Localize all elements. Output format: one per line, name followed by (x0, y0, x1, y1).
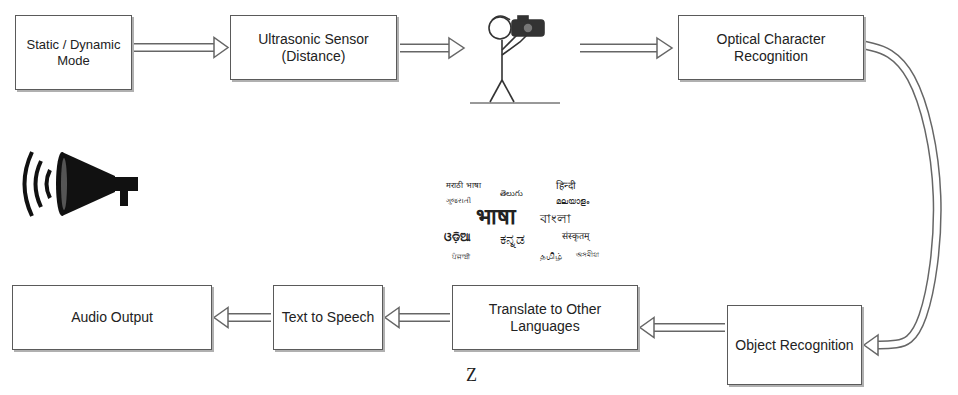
language-word: संस्कृतम् (562, 232, 589, 242)
sensor-box: Ultrasonic Sensor (Distance) (230, 15, 397, 80)
tts-box: Text to Speech (273, 285, 383, 350)
arrow-fill (227, 315, 271, 321)
block-arrow (134, 38, 228, 58)
block-arrow (214, 308, 271, 328)
box-label: Text to Speech (282, 309, 375, 326)
box-label: Optical Character Recognition (685, 31, 857, 65)
person-with-camera (470, 16, 560, 103)
language-word: অসমীয়া (576, 252, 599, 260)
block-arrow (579, 38, 672, 58)
arrow-head (864, 335, 878, 355)
block-arrow (385, 308, 450, 328)
block-arrow (864, 45, 937, 355)
box-label: Ultrasonic Sensor (Distance) (237, 31, 390, 65)
arrow-outline (227, 313, 271, 322)
language-word: বাংলা (540, 212, 571, 226)
megaphone-icon (25, 152, 139, 216)
language-word: ગુજરાતી (446, 198, 471, 206)
recognition-box: Object Recognition (727, 305, 862, 385)
output-box: Audio Output (12, 285, 212, 350)
block-arrow (399, 38, 464, 58)
figure-mark: Z (466, 366, 477, 386)
arrow-fill (134, 45, 215, 51)
language-word: தமிழ் (540, 252, 562, 262)
arrow-head (640, 318, 654, 338)
arrow-outline (398, 313, 450, 322)
language-word: ਪੰਜਾਬੀ (452, 254, 470, 262)
language-word: भाषा (476, 205, 516, 229)
arrow-outline (134, 43, 215, 52)
arrow-head (214, 308, 228, 328)
block-arrow (640, 318, 725, 338)
box-label: Translate to Other Languages (459, 301, 631, 335)
box-label: Static / Dynamic Mode (22, 37, 125, 68)
language-word: हिन्दी (556, 180, 576, 191)
mode-box: Static / Dynamic Mode (15, 15, 132, 90)
language-word: मराठी भाषा (446, 182, 481, 191)
arrow-outline (864, 45, 937, 345)
arrow-head (385, 308, 399, 328)
box-label: Audio Output (71, 309, 153, 326)
language-word: ಕನ್ನಡ (500, 232, 525, 247)
arrow-fill (864, 45, 937, 345)
language-word: മലയാളം (556, 198, 589, 207)
ocr-box: Optical Character Recognition (678, 15, 864, 80)
arrow-fill (398, 315, 450, 321)
language-word: ଓଡ଼ିଆ (444, 232, 471, 244)
arrow-outline (653, 323, 725, 332)
translate-box: Translate to Other Languages (452, 285, 638, 350)
language-word: తెలుగు (500, 190, 523, 199)
box-label: Object Recognition (735, 337, 853, 354)
arrow-head (214, 38, 228, 58)
arrow-fill (653, 325, 725, 331)
